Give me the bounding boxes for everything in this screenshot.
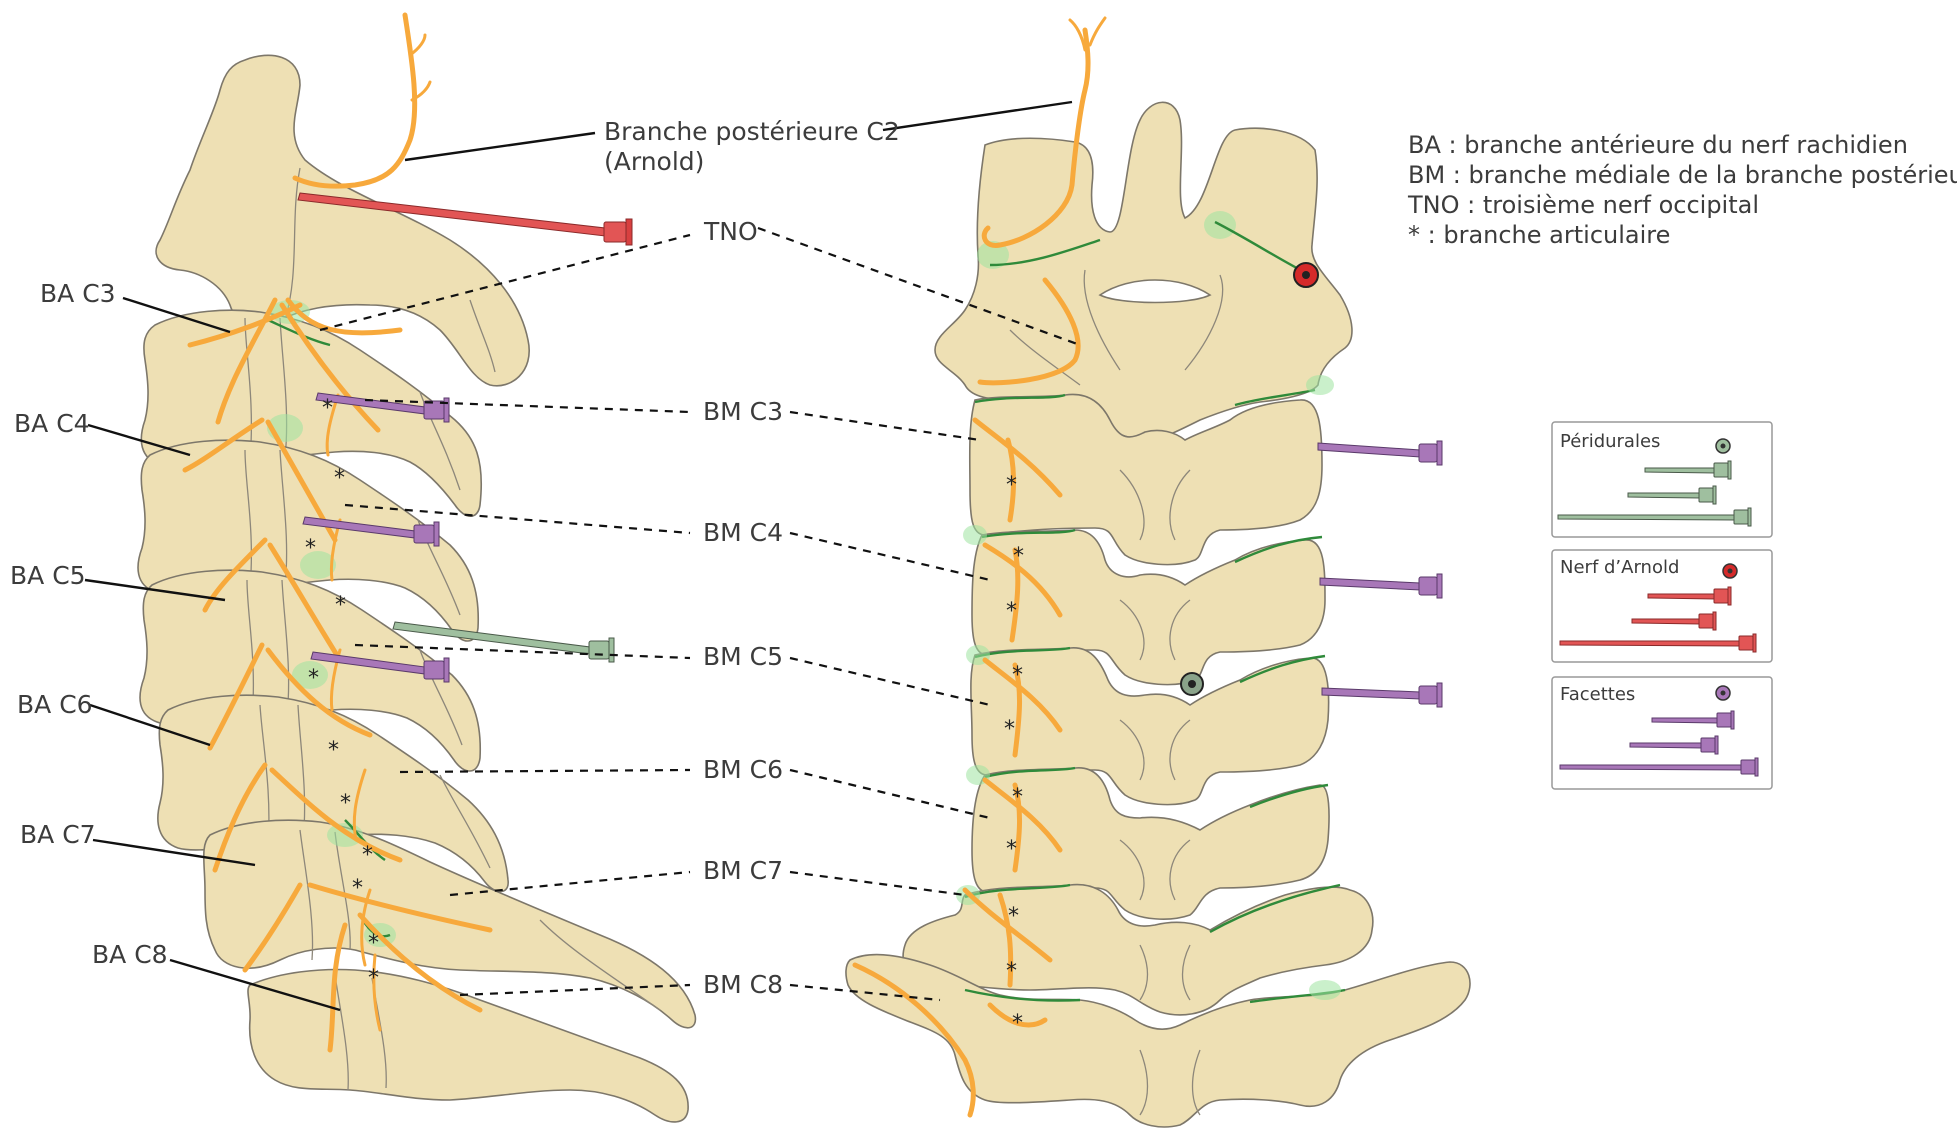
needle-facet-c4-posterior bbox=[1320, 574, 1442, 598]
box-title-peridurales: Péridurales bbox=[1560, 431, 1660, 452]
asterisk: * bbox=[335, 593, 346, 618]
asterisk: * bbox=[1012, 1011, 1023, 1036]
asterisk: * bbox=[305, 536, 316, 561]
asterisk: * bbox=[322, 396, 333, 421]
asterisk: * bbox=[368, 966, 379, 991]
label-arnold: (Arnold) bbox=[604, 147, 704, 176]
label-bm-c3: BM C3 bbox=[703, 397, 783, 426]
needle-box-nerf-arnold: Nerf d’Arnold bbox=[1552, 550, 1772, 662]
asterisk: * bbox=[368, 931, 379, 956]
arnold-entry-marker bbox=[1294, 263, 1318, 287]
vertebra-t1-lateral bbox=[248, 970, 688, 1122]
asterisk: * bbox=[362, 843, 373, 868]
needle-facet-c3-posterior bbox=[1318, 441, 1442, 465]
legend-line-bm: BM : branche médiale de la branche posté… bbox=[1408, 161, 1957, 189]
asterisk: * bbox=[328, 738, 339, 763]
asterisk: * bbox=[1006, 599, 1017, 624]
label-ba-c6: BA C6 bbox=[17, 690, 93, 719]
label-ba-c8: BA C8 bbox=[92, 940, 168, 969]
label-ba-c4: BA C4 bbox=[14, 409, 90, 438]
label-bm-c7: BM C7 bbox=[703, 856, 783, 885]
epidural-entry-marker bbox=[1181, 673, 1203, 695]
asterisk: * bbox=[308, 666, 319, 691]
label-branche-posterieure-c2: Branche postérieure C2 bbox=[604, 117, 900, 146]
legend-line-asterisk: * : branche articulaire bbox=[1408, 221, 1670, 249]
asterisk: * bbox=[1006, 959, 1017, 984]
asterisk: * bbox=[340, 791, 351, 816]
label-ba-c5: BA C5 bbox=[10, 561, 86, 590]
posterior-view: * * * * * * * * * * bbox=[846, 18, 1470, 1127]
label-ba-c3: BA C3 bbox=[40, 279, 116, 308]
asterisk: * bbox=[1004, 717, 1015, 742]
label-bm-c5: BM C5 bbox=[703, 642, 783, 671]
asterisk: * bbox=[1012, 663, 1023, 688]
label-bm-c6: BM C6 bbox=[703, 755, 783, 784]
asterisk: * bbox=[1008, 904, 1019, 929]
asterisk: * bbox=[1006, 837, 1017, 862]
abbreviation-legend: BA : branche antérieure du nerf rachidie… bbox=[1407, 131, 1957, 249]
label-ba-c7: BA C7 bbox=[20, 820, 96, 849]
needle-facet-c5-posterior bbox=[1322, 683, 1442, 707]
asterisk: * bbox=[352, 876, 363, 901]
label-bm-c8: BM C8 bbox=[703, 970, 783, 999]
asterisk: * bbox=[1006, 473, 1017, 498]
vertebra-c2-posterior bbox=[935, 102, 1352, 440]
asterisk: * bbox=[334, 466, 345, 491]
arnold-nerve-lateral bbox=[295, 15, 415, 186]
label-tno: TNO bbox=[703, 217, 758, 246]
legend-line-ba: BA : branche antérieure du nerf rachidie… bbox=[1408, 131, 1908, 159]
lateral-view: * * * * * * * * * * * bbox=[138, 15, 695, 1122]
asterisk: * bbox=[1013, 544, 1024, 569]
needle-box-facettes: Facettes bbox=[1552, 677, 1772, 789]
box-title-facettes: Facettes bbox=[1560, 684, 1635, 705]
label-bm-c4: BM C4 bbox=[703, 518, 783, 547]
box-title-nerf-arnold: Nerf d’Arnold bbox=[1560, 557, 1679, 578]
asterisk: * bbox=[1012, 785, 1023, 810]
legend-line-tno: TNO : troisième nerf occipital bbox=[1407, 191, 1759, 219]
needle-box-peridurales: Péridurales bbox=[1552, 422, 1772, 537]
